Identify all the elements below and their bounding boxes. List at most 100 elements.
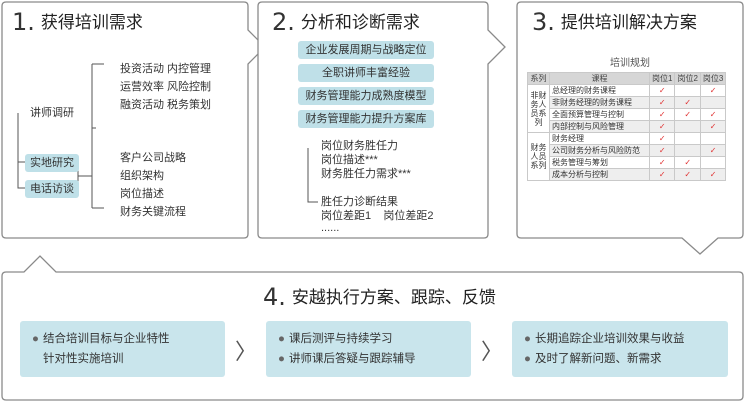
check-cell: ✓ [674,168,701,181]
check-cell: ✓ [648,108,676,121]
table-row: 全面预算管理与控制✓✓✓ [528,108,727,121]
course-cell: 税务管理与筹划 [549,156,650,169]
step4-title-text: 安越执行方案、跟踪、反馈 [291,288,496,307]
step2-title-text: 分析和诊断需求 [300,13,420,32]
bullet-icon: ● [278,353,285,365]
method-field-research: 实地研究 [25,154,79,172]
table-row: 内部控制与风险管理✓✓ [528,120,727,133]
execution-panel-2: ●课后测评与持续学习 ●讲师课后答疑与跟踪辅导 [266,321,471,377]
diagnosis-line: 岗位差距1 岗位差距2 [321,210,434,222]
check-icon: ✓ [684,98,692,107]
course-cell: 公司财务分析与风险防范 [549,144,650,157]
bullet-icon: ● [524,333,531,345]
table-row: 财务人员系列财务经理 ✓ [527,132,727,181]
step1-number: 1. [12,8,35,36]
check-icon: ✓ [658,98,666,107]
check-icon: ✓ [709,146,717,155]
header-series: 系列 [527,72,550,85]
panel-line: 针对性实施培训 [32,349,215,369]
check-icon: ✓ [684,158,692,167]
execution-panel-3: ●长期追踪企业培训效果与收益 ●及时了解新问题、新需求 [512,321,728,377]
table-header-row: 系列 课程 岗位1 岗位2 岗位3 [527,72,727,85]
step1-title: 1. 获得培训需求 [12,8,143,36]
series-cell: 财务人员系列 [527,132,550,181]
need-item: 融资活动 税务策划 [120,99,212,111]
check-icon: ✓ [684,110,692,119]
need-item: 客户公司战略 [120,152,186,164]
check-icon: ✓ [658,146,666,155]
check-cell [674,132,701,145]
check-icon: ✓ [658,86,666,95]
analysis-pill: 财务管理能力提升方案库 [298,110,434,128]
panel-line: ●讲师课后答疑与跟踪辅导 [278,349,461,369]
execution-panel-1: ●结合培训目标与企业特性 针对性实施培训 [20,321,225,377]
check-icon: ✓ [658,134,666,143]
check-cell: ✓ [699,120,727,133]
header-course: 课程 [549,72,650,85]
bullet-icon: ● [32,333,39,345]
step3-number: 3. [532,8,555,36]
bullet-icon: ● [278,333,285,345]
course-cell: 全面预算管理与控制 [549,108,650,121]
check-cell [674,144,701,157]
diagnosis-line: 胜任力诊断结果 [321,196,398,208]
check-cell [699,132,727,145]
table-row: 非财务经理的财务课程 ✓ ✓ [528,96,727,109]
course-cell: 总经理的财务课程 [549,84,650,97]
check-icon: ✓ [684,170,692,179]
table-row: 非财务人员系列总经理的财务课程✓✓ [527,84,727,133]
panel-line: ●结合培训目标与企业特性 [32,329,215,349]
step4-title: 4. 安越执行方案、跟踪、反馈 [263,283,496,311]
panel-text: 结合培训目标与企业特性 [42,333,170,345]
table-row: 税务管理与筹划 ✓ ✓ [528,156,727,169]
header-post1: 岗位1 [648,72,676,85]
header-post2: 岗位2 [674,72,701,85]
table-row: 公司财务分析与风险防范 ✓ ✓ [528,144,727,157]
panel-line: ●课后测评与持续学习 [278,329,461,349]
analysis-pill: 企业发展周期与战略定位 [298,41,434,59]
competency-line: 岗位描述*** [321,154,378,166]
training-plan-table: 系列 课程 岗位1 岗位2 岗位3 非财务人员系列总经理的财务课程✓✓非财务经理… [527,72,727,181]
check-cell: ✓ [674,108,701,121]
step1-box [1,1,266,239]
panel-text: 课后测评与持续学习 [288,333,393,345]
bullet-icon: ● [524,353,531,365]
training-plan-title: 培训规划 [610,58,650,69]
check-cell [699,96,727,109]
need-item: 财务关键流程 [120,206,186,218]
analysis-pill: 财务管理能力成熟度模型 [298,87,434,105]
competency-line: 财务胜任力需求*** [321,168,411,180]
check-cell: ✓ [648,84,676,97]
header-post3: 岗位3 [699,72,727,85]
check-icon: ✓ [658,158,666,167]
step2-title: 2.分析和诊断需求 [272,8,420,36]
source-label: 讲师调研 [30,107,74,119]
course-cell: 财务经理 [549,132,650,145]
course-cell: 非财务经理的财务课程 [549,96,650,109]
check-cell: ✓ [674,156,701,169]
diagnosis-line: ...... [321,222,340,234]
check-cell: ✓ [699,84,727,97]
check-cell: ✓ [648,96,676,109]
need-item: 投资活动 内控管理 [120,63,212,75]
check-icon: ✓ [658,170,666,179]
check-icon: ✓ [709,86,717,95]
chevron-right-icon: 〉 [481,340,504,365]
step4-number: 4. [263,283,286,311]
need-item: 岗位描述 [120,188,164,200]
course-cell: 内部控制与风险管理 [549,120,650,133]
table-row: 成本分析与控制 ✓ ✓ ✓ [528,168,727,181]
check-icon: ✓ [709,122,717,131]
check-cell [699,156,727,169]
check-cell: ✓ [648,156,676,169]
chevron-right-icon: 〉 [235,340,258,365]
check-cell: ✓ [674,96,701,109]
competency-line: 岗位财务胜任力 [321,140,398,152]
step1-title-text: 获得培训需求 [40,13,143,32]
check-cell: ✓ [699,108,727,121]
method-phone-interview: 电话访谈 [25,180,79,198]
check-icon: ✓ [709,170,717,179]
step3-title: 3. 提供培训解决方案 [532,8,697,36]
step3-title-text: 提供培训解决方案 [560,13,697,32]
course-cell: 成本分析与控制 [549,168,650,181]
